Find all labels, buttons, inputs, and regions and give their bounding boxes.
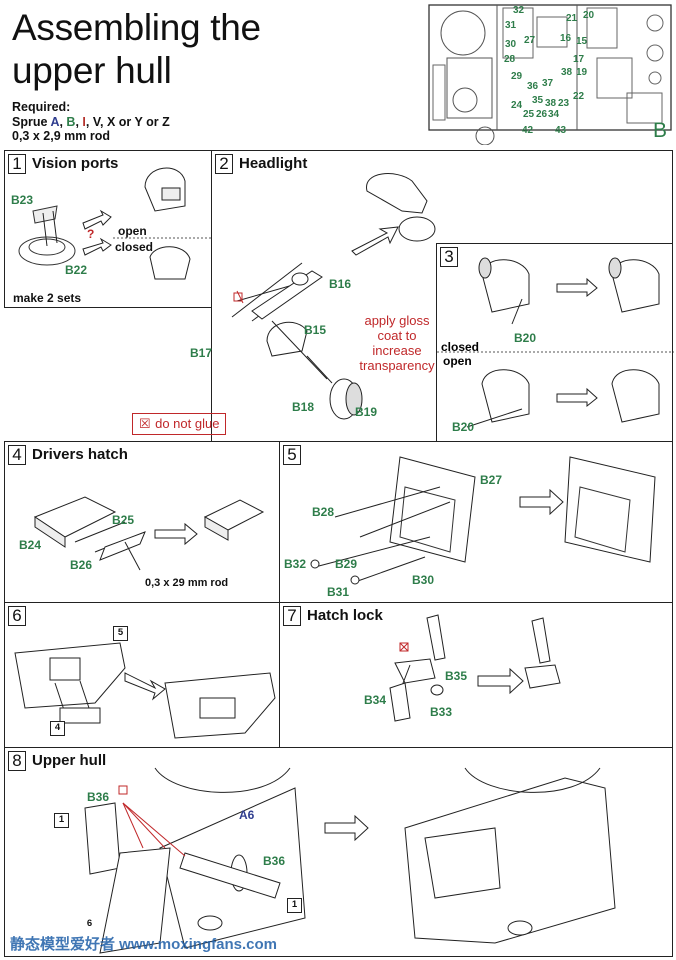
sprue-frame-drawing <box>428 4 672 145</box>
step-1-vision-ports: 1 Vision ports B23 B22 open closed ? mak… <box>4 150 213 308</box>
step-number: 3 <box>440 247 458 267</box>
step-5: 5 B27 B28 B29 B32 B31 B30 <box>279 441 673 603</box>
watermark: 静态模型爱好者 www.moxingfans.com <box>10 936 277 953</box>
step-title: Hatch lock <box>307 607 383 624</box>
page-title: Assembling the upper hull <box>12 7 261 91</box>
step-6: 6 5 4 <box>4 602 280 748</box>
step-title: Upper hull <box>32 752 107 769</box>
no-glue-legend: ☒ do not glue <box>132 413 227 435</box>
hatch-lock-drawing <box>389 614 561 722</box>
step-3-drawing <box>437 257 674 428</box>
vision-port-drawing <box>18 167 213 280</box>
upper-hull-drawing <box>84 767 616 954</box>
step-number: 8 <box>8 751 26 771</box>
step-title: Headlight <box>239 155 308 172</box>
step-8-upper-hull: 8 Upper hull B36 B36 A6 1 1 6 <box>4 747 673 957</box>
step-5-drawing <box>310 456 656 585</box>
step-4-drivers-hatch: 4 Drivers hatch B25 B24 B26 0,3 x 29 mm … <box>4 441 280 603</box>
step-number: 4 <box>8 445 26 465</box>
headlight-drawing <box>231 173 436 420</box>
requirements: Required: Sprue A, B, I, V, X or Y or Z … <box>12 100 170 143</box>
step-6-drawing <box>14 642 276 739</box>
step-7-hatch-lock: 7 Hatch lock B35 B34 B33 <box>279 602 673 748</box>
step-title: Drivers hatch <box>32 446 128 463</box>
step-number: 6 <box>8 606 26 626</box>
step-number: 2 <box>215 154 233 174</box>
step-number: 7 <box>283 606 301 626</box>
step-number: 1 <box>8 154 26 174</box>
drivers-hatch-drawing <box>33 496 265 571</box>
step-title: Vision ports <box>32 155 119 172</box>
sprue-letter: B <box>653 119 668 142</box>
sprue-diagram: 32 31 21 20 30 27 16 15 28 17 29 38 19 3… <box>427 3 673 145</box>
step-number: 5 <box>283 445 301 465</box>
step-3: 3 B20 B20 closed open <box>436 243 674 442</box>
